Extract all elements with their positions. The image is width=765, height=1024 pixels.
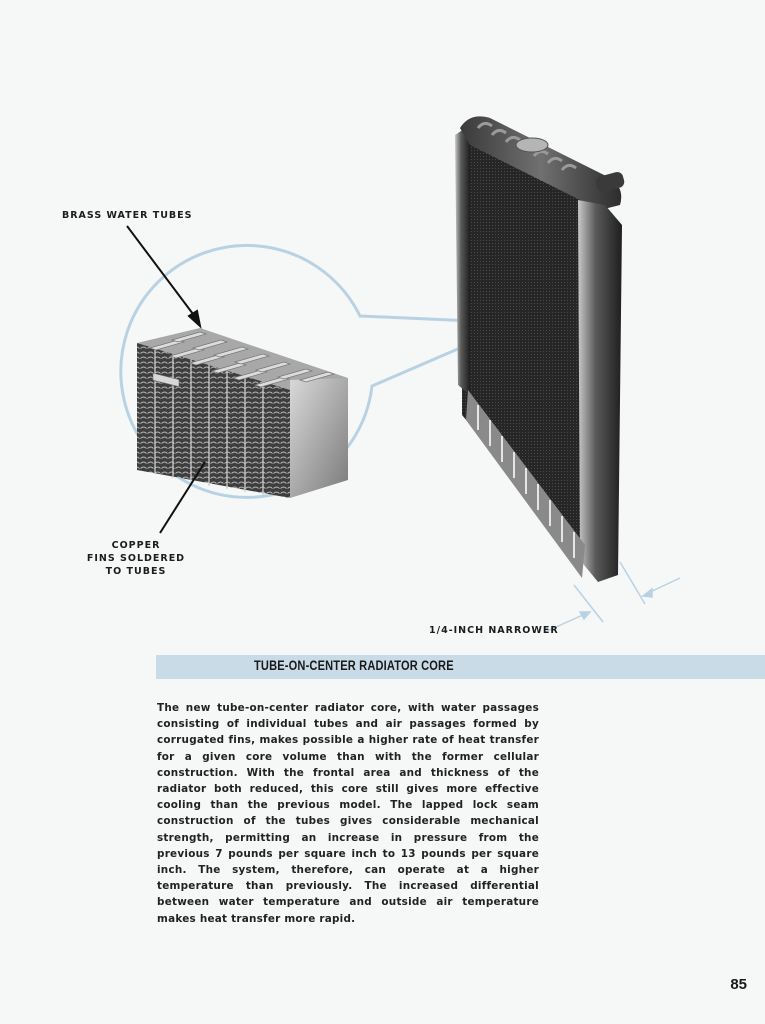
copper-fins-label-line-3: TO TUBES: [105, 566, 167, 577]
dimension-lines: [544, 561, 681, 633]
core-cutaway-icon: [137, 328, 348, 498]
body-paragraph: The new tube-on-center radiator core, wi…: [157, 702, 539, 925]
copper-fins-label-line-2: FINS SOLDERED: [86, 553, 186, 564]
section-title-bar: TUBE-ON-CENTER RADIATOR CORE: [156, 655, 765, 679]
copper-fins-label: COPPER FINS SOLDERED TO TUBES: [84, 539, 188, 578]
radiator-icon: [455, 116, 625, 582]
radiator-illustration: [119, 116, 681, 633]
copper-fins-label-line-1: COPPER: [111, 540, 161, 551]
brass-water-tubes-label: BRASS WATER TUBES: [62, 210, 193, 221]
page-number: 85: [730, 976, 747, 993]
tubes-leader-arrow: [126, 225, 202, 329]
narrower-dimension-label: 1/4-INCH NARROWER: [429, 625, 559, 636]
fins-leader-line: [159, 461, 206, 534]
section-title: TUBE-ON-CENTER RADIATOR CORE: [254, 658, 454, 673]
